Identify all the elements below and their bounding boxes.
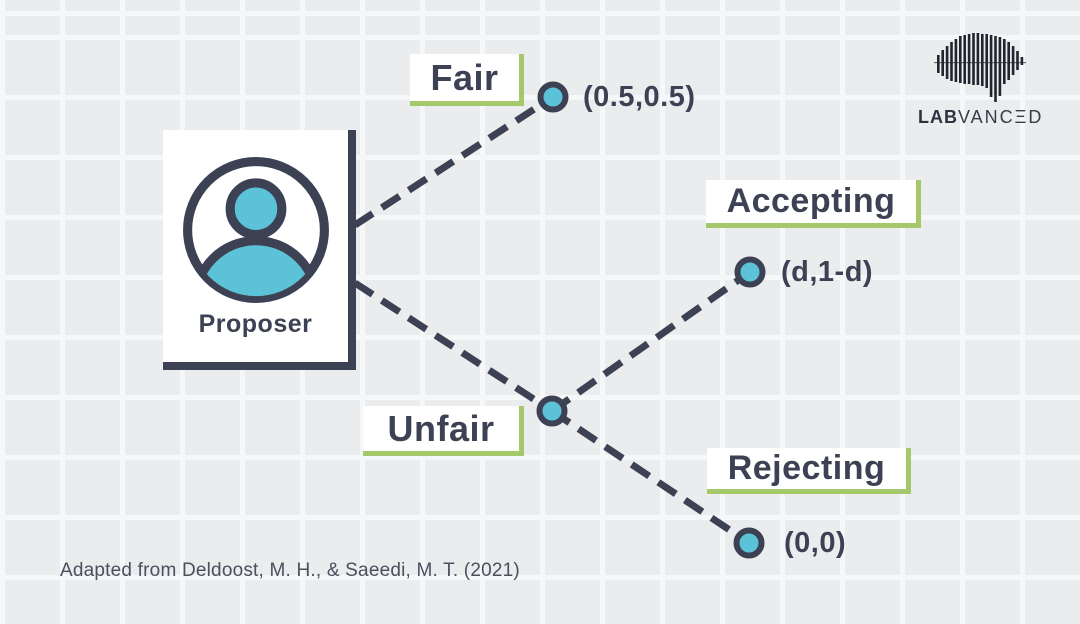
logo-wordmark: LABVANCΞD <box>918 107 1042 128</box>
proposer-card: Proposer <box>163 130 356 370</box>
node-responder <box>536 395 568 427</box>
branch-label-accepting: Accepting <box>706 180 921 228</box>
rejecting-label-text: Rejecting <box>727 449 886 487</box>
unfair-label-text: Unfair <box>387 407 495 449</box>
edge-fair <box>353 94 555 228</box>
brain-soundwave-icon <box>934 33 1026 102</box>
node-accepting-outcome <box>734 256 766 288</box>
payoff-accepting: (d,1-d) <box>781 256 874 288</box>
node-rejecting-outcome <box>733 527 765 559</box>
edge-unfair <box>353 280 554 414</box>
branch-label-rejecting: Rejecting <box>707 448 911 494</box>
accepting-label-text: Accepting <box>726 182 896 220</box>
logo-text-lab: LAB <box>918 107 958 127</box>
node-fair-outcome <box>537 81 569 113</box>
branch-label-fair: Fair <box>410 54 524 106</box>
edge-accepting <box>549 269 753 414</box>
logo-text-vanced: VANCΞD <box>958 107 1044 127</box>
player-label: Proposer <box>198 309 313 338</box>
person-icon <box>182 156 329 303</box>
payoff-rejecting: (0,0) <box>784 527 847 559</box>
fair-label-text: Fair <box>430 56 499 98</box>
branch-label-unfair: Unfair <box>363 406 524 456</box>
labvanced-logo: LABVANCΞD <box>918 32 1042 128</box>
citation: Adapted from Deldoost, M. H., & Saeedi, … <box>60 560 520 581</box>
payoff-fair: (0.5,0.5) <box>583 81 696 113</box>
